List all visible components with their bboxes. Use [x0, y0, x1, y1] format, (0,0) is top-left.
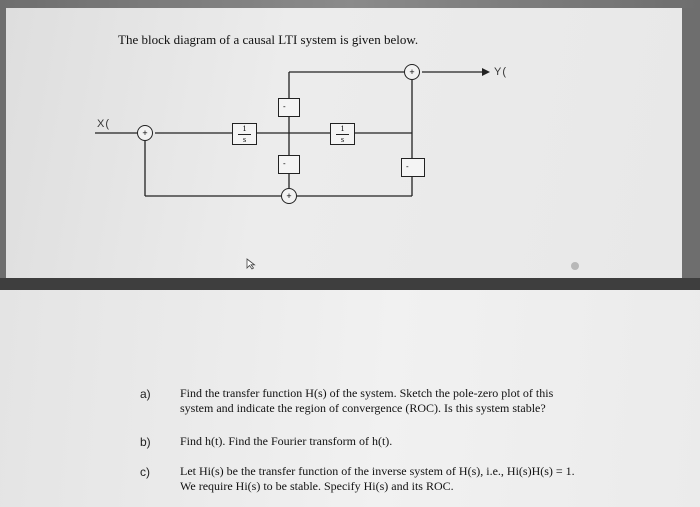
- question-c-label: c): [140, 465, 150, 479]
- question-b-text: Find h(t). Find the Fourier transform of…: [180, 434, 393, 448]
- integrator-1-numerator: 1: [242, 124, 247, 133]
- top-bar: [0, 0, 700, 8]
- summer-input-sign: +: [142, 128, 148, 138]
- integrator-2-numerator: 1: [340, 124, 345, 133]
- summer-feedback-sign: +: [286, 191, 292, 201]
- question-c-text: Let Hi(s) be the transfer function of th…: [180, 464, 575, 493]
- question-a-label: a): [140, 387, 151, 401]
- gain-top-label: -: [283, 102, 286, 111]
- gain-block-right: -: [401, 158, 425, 177]
- input-label: X(: [97, 118, 110, 130]
- question-b-label: b): [140, 435, 151, 449]
- problem-title: The block diagram of a causal LTI system…: [118, 32, 419, 47]
- gain-bottom-label: -: [283, 159, 286, 168]
- integrator-block-2: 1 s: [330, 123, 355, 145]
- questions-page: [0, 290, 700, 507]
- output-label: Y(: [494, 66, 507, 78]
- integrator-2-denominator: s: [340, 135, 345, 144]
- summer-feedback: +: [281, 188, 297, 204]
- integrator-block-1: 1 s: [232, 123, 257, 145]
- mouse-cursor-icon: [246, 258, 256, 270]
- gain-block-bottom: -: [278, 155, 300, 174]
- gain-block-top: -: [278, 98, 300, 117]
- integrator-1-denominator: s: [242, 135, 247, 144]
- summer-input: +: [137, 125, 153, 141]
- summer-output-sign: +: [409, 67, 415, 77]
- question-a-text: Find the transfer function H(s) of the s…: [180, 386, 554, 415]
- block-diagram: [95, 68, 490, 197]
- camera-glare-spot: [571, 262, 579, 270]
- gain-right-label: -: [406, 162, 409, 171]
- page-divider: [0, 278, 700, 290]
- summer-output: +: [404, 64, 420, 80]
